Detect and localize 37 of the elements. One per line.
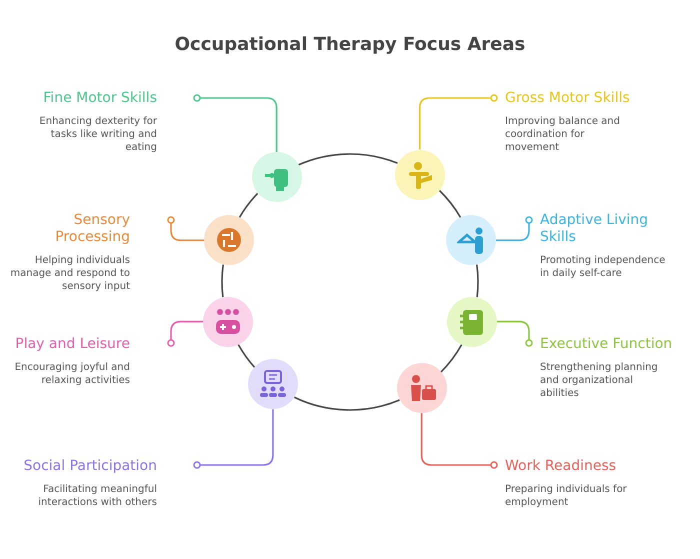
ring-arc	[238, 344, 256, 368]
leader-line	[193, 94, 278, 152]
heading: Adaptive Living Skills	[540, 212, 650, 246]
icon-circle	[252, 152, 302, 202]
ring-arc	[440, 344, 462, 373]
icon-circle	[394, 150, 445, 200]
ring-arc	[238, 192, 258, 218]
description: Helping individuals manage and respond to sensory input	[9, 254, 130, 293]
heading: Gross Motor Skills	[505, 90, 631, 107]
leader-line	[420, 413, 498, 469]
heading: Work Readiness	[505, 458, 618, 475]
icon-circle	[248, 359, 298, 410]
title: Occupational Therapy Focus Areas	[174, 34, 526, 55]
ring-arc	[221, 264, 224, 298]
leader-line	[418, 94, 498, 150]
heading: Social Participation	[22, 458, 157, 475]
leader-line	[496, 216, 533, 242]
description: Enhancing dexterity for tasks like writing and eating	[38, 115, 157, 154]
ring-arc	[438, 190, 462, 218]
description: Strengthening planning and organizational abilities	[540, 361, 659, 400]
heading: Executive Function	[540, 336, 674, 353]
ring-arc	[298, 153, 398, 166]
ring-arc	[476, 264, 479, 298]
description: Facilitating meaningful interactions with others	[37, 483, 157, 509]
icon-circle	[396, 363, 447, 414]
heading: Fine Motor Skills	[42, 90, 157, 107]
description: Improving balance and coordination for movement	[505, 115, 621, 154]
leader-line	[167, 216, 204, 242]
heading: Play and Leisure	[14, 336, 130, 353]
leader-line	[193, 409, 274, 469]
heading: Sensory Processing	[54, 212, 130, 246]
leader-line	[496, 320, 533, 347]
description: Promoting independence in daily self-care	[540, 254, 666, 280]
leader-line	[167, 320, 204, 347]
description: Preparing individuals for employment	[505, 483, 628, 509]
description: Encouraging joyful and relaxing activities	[14, 361, 130, 387]
ring-arc	[294, 396, 400, 411]
